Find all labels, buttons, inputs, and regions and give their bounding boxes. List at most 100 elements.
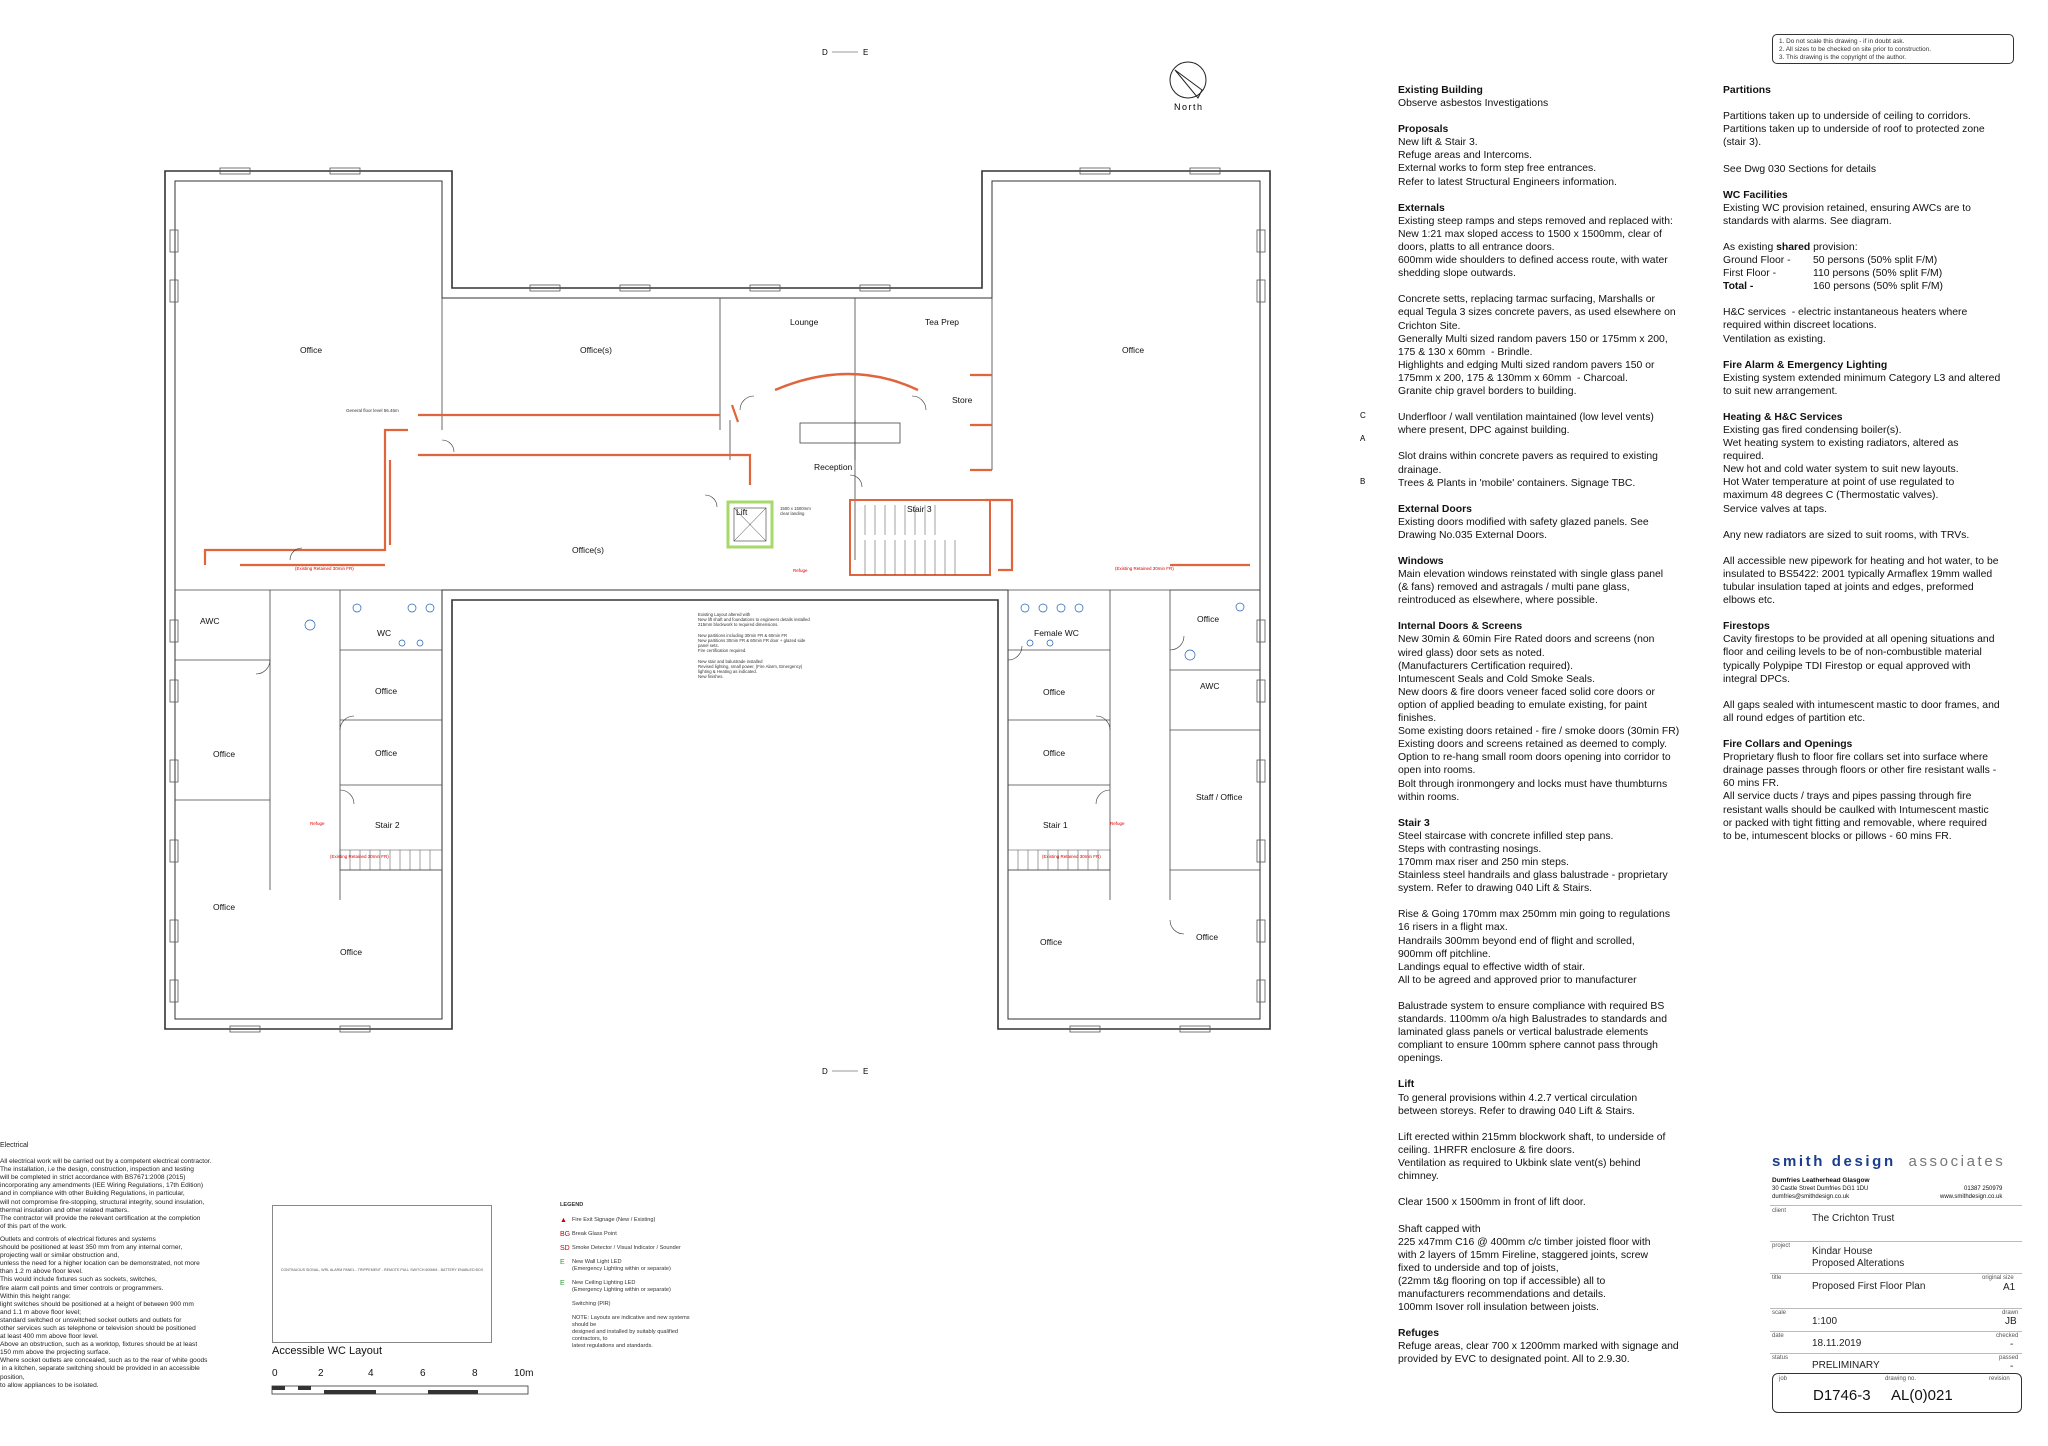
scale-tick: 8 [472,1368,478,1379]
room-label: Stair 2 [375,820,400,830]
label-passed: passed [1999,1355,2019,1361]
room-label: AWC [1200,681,1220,691]
north-label: North [1174,102,1204,112]
label-drawing: drawing no. [1885,1376,1917,1382]
note-body: Refuge areas, clear 700 x 1200mm marked … [1398,1341,1679,1366]
legend-item: NOTE: Layouts are indicative and new sys… [572,1315,690,1349]
room-label: Lounge [790,317,819,327]
building-outline [164,170,1271,1030]
legend-item: Switching (PIR) [572,1301,611,1307]
scale-bar-graphic [271,1385,529,1395]
label-size: original size [1982,1275,2014,1281]
scale-bar: 0 2 4 6 8 10m [270,1368,540,1408]
section-mark-c-right: C [1360,411,1366,420]
title-block: smith design associates Dumfries Leather… [1770,1153,2022,1415]
note-heading: Refuges [1398,1328,1439,1340]
note-body: Existing doors modified with safety glaz… [1398,516,1649,541]
room-label: Office [1043,748,1065,758]
note-heading: Heating & H&C Services [1723,411,1843,423]
label-revision: revision [1989,1376,2010,1382]
note-heading: Firestops [1723,621,1770,633]
stair1-treads [1007,849,1111,871]
drawing-number: AL(0)021 [1891,1387,1953,1404]
label-client: client [1772,1208,1787,1214]
existing-retained-label: (Existing Retained 30min FR) [1042,854,1101,859]
note-heading: WC Facilities [1723,189,1788,201]
label-drawn: drawn [2002,1310,2019,1316]
fire-rated-walls [203,373,1250,572]
section-mark-e-bottom: E [863,1067,868,1076]
door-swings [255,395,1185,935]
note-body: Partitions taken up to underside of ceil… [1723,111,1985,175]
wc-provision-row: First Floor -110 persons (50% split F/M) [1723,268,1943,280]
firm-name: smith design [1772,1153,1896,1170]
scale-tick: 0 [272,1368,278,1379]
note-body: H&C services - electric instantaneous he… [1723,307,1968,345]
label-project: project [1772,1243,1791,1249]
drawn-value: JB [2005,1316,2017,1327]
room-label: Office [375,686,397,696]
room-label: Office [340,947,362,957]
ceiling-light-icon: E [560,1280,565,1287]
firm-phone: 01387 250979 [1964,1186,2003,1192]
smoke-detector-icon: SD [560,1245,570,1252]
note-heading: Stair 3 [1398,817,1430,829]
firm-offices: Dumfries Leatherhead Glasgow [1772,1177,1870,1184]
legend-item: ▲Fire Exit Signage (New / Existing) [560,1217,656,1224]
stair2-treads [339,849,443,871]
room-label: Office(s) [572,545,604,555]
floor-level-label: General floor level 56.46m [346,408,399,413]
refuge-label: Refuge [310,821,325,826]
firm-name-suffix: associates [1908,1153,2006,1170]
label-scale: scale [1772,1310,1787,1316]
wc-provision-row: Ground Floor -50 persons (50% split F/M) [1723,255,1938,267]
note-body: Steel staircase with concrete infilled s… [1398,830,1671,1065]
wc-layout-caption: Accessible WC Layout [272,1345,383,1357]
room-label: Office(s) [580,345,612,355]
general-note: 1. Do not scale this drawing - if in dou… [1779,38,1905,45]
room-label: Office [375,748,397,758]
scale-value: 1:100 [1812,1316,1838,1327]
refuge-label: Refuge [1110,821,1125,826]
note-heading: Windows [1398,556,1444,567]
wc-provision-intro: As existing shared provision: [1723,241,1858,253]
room-label: Office [1040,937,1062,947]
firm-address: 30 Castle Street Dumfries DG1 1DU [1772,1186,1869,1192]
wc-provision-row: Total -160 persons (50% split F/M) [1723,281,1943,293]
label-job: job [1779,1376,1788,1382]
section-mark-d-top: D [822,48,828,57]
room-label: Store [952,395,973,405]
section-mark-b-right: B [1360,477,1365,486]
existing-retained-label: (Existing Retained 30min FR) [330,854,389,859]
note-body: Existing WC provision retained, ensuring… [1723,202,1971,227]
north-arrow: North [1169,61,1207,112]
job-number: D1746-3 [1813,1387,1871,1404]
section-mark-d-bottom: D [822,1067,828,1076]
note-heading: Proposals [1398,124,1449,136]
room-label: Office [1122,345,1144,355]
note-heading: Partitions [1723,85,1771,96]
label-title: title [1772,1275,1782,1281]
label-checked: checked [1996,1333,2019,1339]
room-label: Office [213,902,235,912]
room-label: Office [213,749,235,759]
section-mark-e-top: E [863,48,868,57]
electrical-para: All electrical work will be carried out … [0,1158,212,1230]
note-body: Existing system extended minimum Categor… [1723,372,2001,397]
notes-column-2: Partitions Partitions taken up to unders… [1723,84,2023,856]
note-heading: Externals [1398,202,1445,214]
date-value: 18.11.2019 [1812,1338,1862,1349]
room-label: Staff / Office [1196,792,1243,802]
note-body: Existing steep ramps and steps removed a… [1398,215,1676,489]
note-heading: Internal Doors & Screens [1398,621,1523,633]
room-label: Stair 1 [1043,820,1068,830]
room-label: Reception [814,462,853,472]
existing-retained-label: (Existing Retained 30min FR) [1115,566,1174,571]
wc-layout-inner-text: CONTINUOUS SIGNAL, WRL ALARM PANEL - TRI… [280,1268,484,1272]
passed-value: - [2010,1361,2014,1372]
section-mark-a-right: A [1360,434,1366,443]
note-body: To general provisions within 4.2.7 verti… [1398,1092,1666,1314]
existing-retained-label: (Existing Retained 30min FR) [295,566,354,571]
